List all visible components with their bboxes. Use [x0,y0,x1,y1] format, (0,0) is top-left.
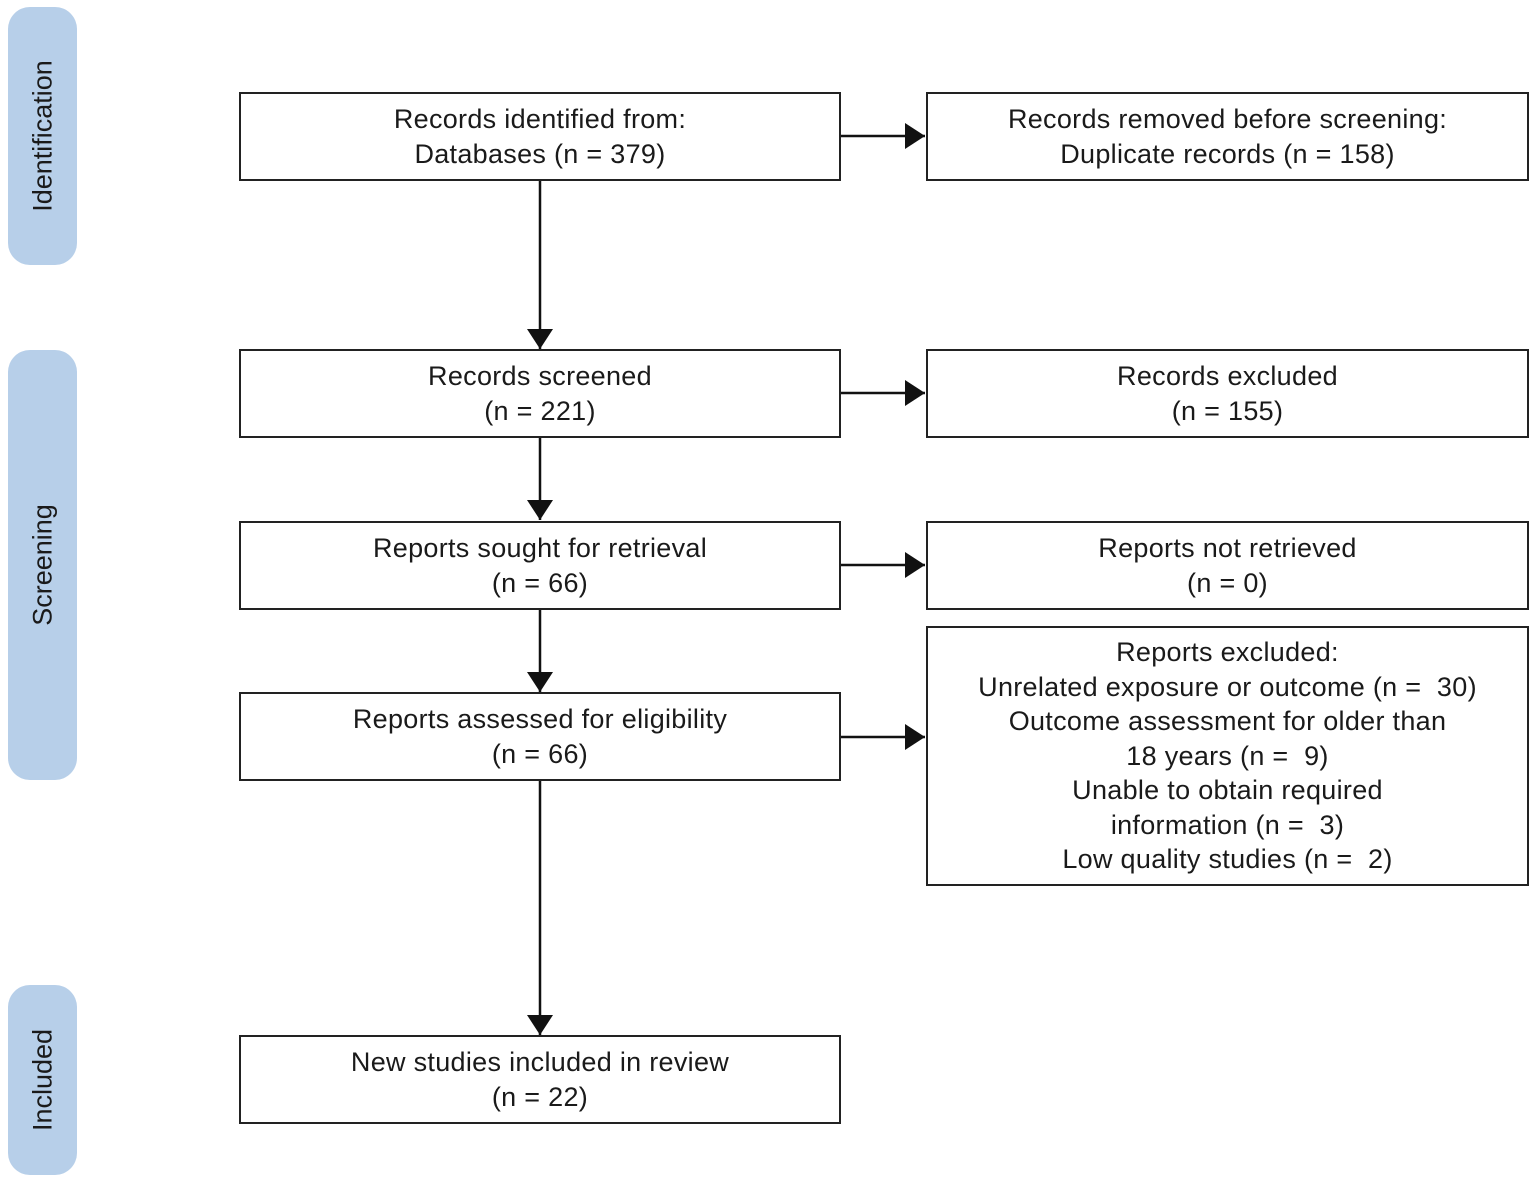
box-records-excluded-line-2: (n = 155) [1171,395,1284,426]
box-reports-excluded-line-4: 18 years (n = 9) [1126,740,1329,771]
box-records-identified: Records identified from: Databases (n = … [239,92,841,181]
box-studies-included-line-1: New studies included in review [350,1047,730,1077]
box-records-identified-line-1: Records identified from: [393,104,687,134]
box-reports-excluded-line-2: Unrelated exposure or outcome (n = 30) [978,671,1477,702]
box-reports-excluded: Reports excluded: Unrelated exposure or … [926,626,1529,886]
box-reports-excluded-line-5: Unable to obtain required [1072,775,1383,806]
box-reports-excluded-line-1: Reports excluded: [1116,637,1339,668]
box-reports-assessed: Reports assessed for eligibility (n = 66… [239,692,841,781]
box-studies-included: New studies included in review (n = 22) [239,1035,841,1124]
box-records-screened-line-2: (n = 221) [484,395,596,426]
box-records-identified-line-2: Databases (n = 379) [414,138,666,169]
box-reports-sought-line-2: (n = 66) [491,567,589,598]
box-reports-not-retrieved-line-1: Reports not retrieved [1098,533,1357,563]
box-reports-sought: Reports sought for retrieval (n = 66) [239,521,841,610]
box-reports-not-retrieved: Reports not retrieved (n = 0) [926,521,1529,610]
box-records-screened: Records screened (n = 221) [239,349,841,438]
box-reports-excluded-line-6: information (n = 3) [1110,809,1345,840]
box-records-screened-line-1: Records screened [428,361,652,391]
box-reports-excluded-line-7: Low quality studies (n = 2) [1062,844,1393,875]
phase-included: Included [8,985,77,1175]
box-studies-included-line-2: (n = 22) [491,1081,589,1112]
box-reports-assessed-line-2: (n = 66) [491,738,589,769]
box-records-removed: Records removed before screening: Duplic… [926,92,1529,181]
box-reports-sought-line-1: Reports sought for retrieval [372,533,708,563]
phase-identification: Identification [8,7,77,265]
phase-screening: Screening [8,350,77,780]
box-records-excluded-line-1: Records excluded [1117,361,1338,391]
box-reports-not-retrieved-line-2: (n = 0) [1187,567,1268,598]
box-reports-assessed-line-1: Reports assessed for eligibility [352,704,728,734]
box-records-removed-line-1: Records removed before screening: [1007,104,1448,134]
box-reports-excluded-line-3: Outcome assessment for older than [1008,706,1447,737]
box-records-removed-line-2: Duplicate records (n = 158) [1060,138,1395,169]
box-records-excluded: Records excluded (n = 155) [926,349,1529,438]
